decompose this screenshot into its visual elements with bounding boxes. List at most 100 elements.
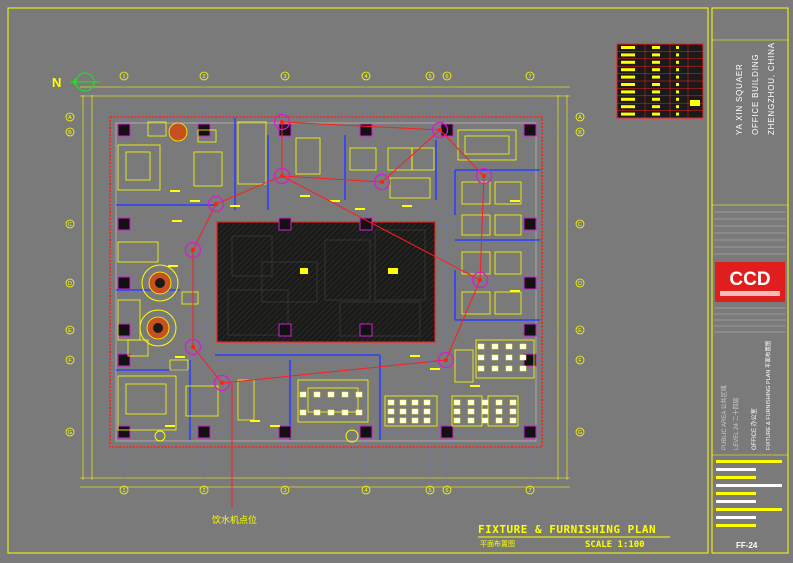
legend-cell xyxy=(676,112,679,116)
grid-bubble xyxy=(119,71,129,81)
chair xyxy=(399,399,407,406)
chair xyxy=(453,399,461,406)
furniture-block xyxy=(117,144,161,191)
grid-bubble xyxy=(525,71,535,81)
chair xyxy=(509,408,517,415)
column xyxy=(440,425,454,439)
column xyxy=(523,323,537,337)
grid-bubble xyxy=(65,127,75,137)
grid-bubble xyxy=(65,325,75,335)
grid-bubble xyxy=(361,71,371,81)
annotation-tick xyxy=(330,200,340,202)
furniture-layout xyxy=(117,121,535,431)
legend-cell xyxy=(676,46,679,49)
furniture-block xyxy=(169,359,189,371)
furniture-block xyxy=(125,151,151,181)
chair xyxy=(387,399,395,406)
title-block-bar xyxy=(716,524,756,527)
legend-cell xyxy=(652,75,660,79)
title-scale: SCALE 1:100 xyxy=(585,540,645,550)
grid-bubble-label: B xyxy=(68,130,72,136)
dispenser-marker xyxy=(207,195,225,213)
furniture-block xyxy=(185,385,219,417)
chair xyxy=(519,365,527,372)
grid-bubble-label: F xyxy=(68,358,72,364)
furniture-block xyxy=(295,137,321,175)
project-name: YA XIN SQUAER xyxy=(735,63,744,135)
legend-cell xyxy=(676,53,679,57)
grid-bubble xyxy=(65,219,75,229)
chair xyxy=(495,417,503,424)
dispenser-dot xyxy=(280,120,284,124)
column xyxy=(117,323,131,337)
grid-bubble-label: 5 xyxy=(428,74,431,80)
column xyxy=(523,217,537,231)
column xyxy=(359,323,373,337)
dispenser-marker xyxy=(471,271,489,289)
dispenser-marker xyxy=(213,374,231,392)
grid-bubble xyxy=(199,485,209,495)
grid-bubble-label: E xyxy=(68,328,72,334)
chair xyxy=(423,408,431,415)
chair xyxy=(387,417,395,424)
grid-bubble xyxy=(65,278,75,288)
legend-cell xyxy=(652,53,660,57)
furniture-block xyxy=(349,147,377,171)
legend-cell xyxy=(652,60,660,64)
grid-bubble xyxy=(280,485,290,495)
annotation-tick xyxy=(175,356,185,358)
annotation-tick xyxy=(168,265,178,267)
grid-bubble-label: 4 xyxy=(364,74,367,80)
chair xyxy=(467,408,475,415)
grid-bubble xyxy=(575,219,585,229)
chair xyxy=(519,343,527,350)
furniture-block xyxy=(464,135,510,155)
north-arrow: N xyxy=(52,72,100,92)
dispenser-marker xyxy=(431,121,449,139)
furniture-block xyxy=(117,241,159,263)
chair xyxy=(411,417,419,424)
legend-table xyxy=(616,43,704,119)
legend-cell xyxy=(652,112,660,116)
dispenser-dot xyxy=(280,174,284,178)
dispenser-marker xyxy=(184,338,202,356)
grid-bubble-label: 1 xyxy=(122,488,125,494)
title-block-bar xyxy=(716,492,756,495)
round-tables xyxy=(139,122,359,443)
drawing-name-vertical: FIXTURE & FURNISHING PLAN 平面布置图 xyxy=(764,340,772,450)
title-block-bar xyxy=(716,516,756,519)
project-location: ZHENGZHOU, CHINA xyxy=(767,42,776,135)
legend-cell xyxy=(690,100,700,106)
furniture-block xyxy=(454,349,474,383)
furniture-block xyxy=(127,339,149,357)
grid-bubble-label: 3 xyxy=(283,488,286,494)
dispenser-dot xyxy=(478,278,482,282)
furniture-block xyxy=(475,339,535,379)
chair xyxy=(491,354,499,361)
annotation-tick xyxy=(300,195,310,197)
furniture-block xyxy=(389,177,431,199)
structural-columns xyxy=(117,123,537,439)
annotation-tick xyxy=(172,220,182,222)
chair xyxy=(467,417,475,424)
furniture-block xyxy=(494,214,522,236)
furniture-block xyxy=(461,181,491,205)
legend-cell xyxy=(652,83,660,86)
title-block-lines-top xyxy=(714,211,786,255)
grid-bubble-label: F xyxy=(578,358,582,364)
legend-cell xyxy=(676,83,679,86)
building-outline xyxy=(109,116,543,448)
furniture-block xyxy=(384,395,438,427)
chair xyxy=(423,417,431,424)
grid-bubble xyxy=(119,485,129,495)
annotation-tick xyxy=(510,290,520,292)
legend-cell xyxy=(676,105,679,109)
chair xyxy=(453,408,461,415)
furniture-block xyxy=(461,214,491,236)
chair xyxy=(477,354,485,361)
furniture-block xyxy=(197,129,217,143)
grid-bubble-label: 2 xyxy=(202,488,205,494)
column xyxy=(117,353,131,367)
grid-bubble-label: A xyxy=(68,115,72,121)
chair xyxy=(519,354,527,361)
